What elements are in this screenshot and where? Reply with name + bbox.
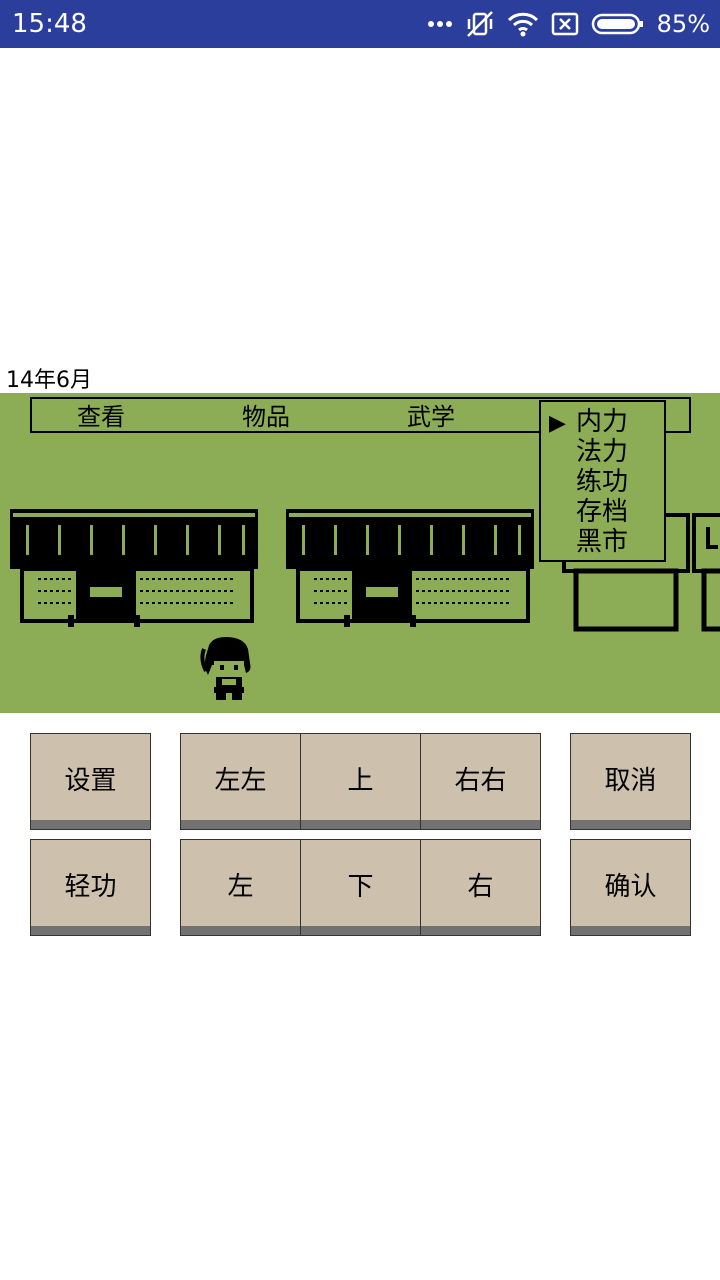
left-button[interactable]: 左 [180, 839, 301, 936]
popup-menu: ▶ 内力 法力 练功 存档 黑市 [539, 400, 666, 562]
menu-cursor-icon: ▶ [549, 411, 566, 436]
building-middle [286, 509, 534, 627]
status-time: 15:48 [12, 9, 87, 39]
battery-percent: 85% [656, 10, 710, 38]
wifi-icon [507, 11, 539, 37]
right-right-button[interactable]: 右右 [420, 733, 541, 830]
down-button[interactable]: 下 [300, 839, 421, 936]
battery-icon [591, 12, 645, 36]
more-dots-icon [427, 19, 453, 29]
popup-item-liangong[interactable]: 练功 [576, 467, 629, 497]
confirm-button[interactable]: 确认 [570, 839, 691, 936]
popup-item-save[interactable]: 存档 [576, 497, 629, 527]
up-button[interactable]: 上 [300, 733, 421, 830]
popup-item-black-market[interactable]: 黑市 [576, 527, 629, 557]
top-menu-bar: 查看 物品 武学 [30, 397, 691, 433]
status-icons: 85% [427, 0, 710, 48]
settings-button[interactable]: 设置 [30, 733, 151, 830]
popup-item-fali[interactable]: 法力 [576, 437, 629, 467]
menu-martial-arts[interactable]: 武学 [407, 403, 455, 431]
status-bar: 15:48 85% [0, 0, 720, 48]
player-character [200, 637, 251, 700]
no-sim-icon [551, 12, 579, 36]
menu-view[interactable]: 查看 [77, 403, 125, 431]
qinggong-button[interactable]: 轻功 [30, 839, 151, 936]
game-screen[interactable]: 查看 物品 武学 [0, 393, 720, 713]
vibrate-off-icon [465, 10, 495, 38]
building-left [10, 509, 258, 627]
game-date: 14年6月 [6, 368, 92, 393]
popup-item-neili[interactable]: 内力 [576, 407, 629, 437]
left-left-button[interactable]: 左左 [180, 733, 301, 830]
right-button[interactable]: 右 [420, 839, 541, 936]
cancel-button[interactable]: 取消 [570, 733, 691, 830]
menu-items[interactable]: 物品 [242, 403, 290, 431]
